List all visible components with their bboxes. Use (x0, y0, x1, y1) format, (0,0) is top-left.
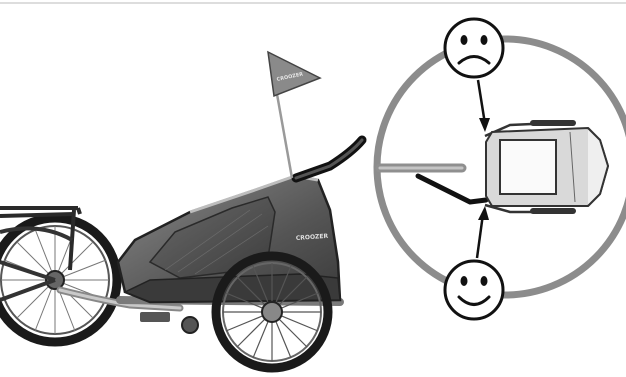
trailer-wheel (211, 251, 333, 373)
hitch-drawbar (56, 286, 184, 312)
top-view-callout (373, 35, 626, 299)
frowning-face-icon (443, 17, 505, 79)
child-trailer: CROOZER CROOZER (116, 50, 367, 373)
bicycle-rear (0, 206, 122, 347)
bicycle-wheel (0, 213, 122, 347)
arrow-to-hitch-bottom (475, 206, 489, 259)
smiling-face-icon (443, 259, 505, 321)
trailer-brand-logo: CROOZER (296, 233, 329, 242)
trailer-push-bar (291, 135, 367, 183)
topview-trailer (484, 120, 610, 214)
trailer-side-window (148, 196, 276, 279)
safety-flag (267, 50, 322, 98)
flag-brand-logo: CROOZER (276, 71, 304, 82)
topview-hitch-arm (415, 173, 489, 205)
arrow-to-hitch-top (476, 79, 490, 132)
